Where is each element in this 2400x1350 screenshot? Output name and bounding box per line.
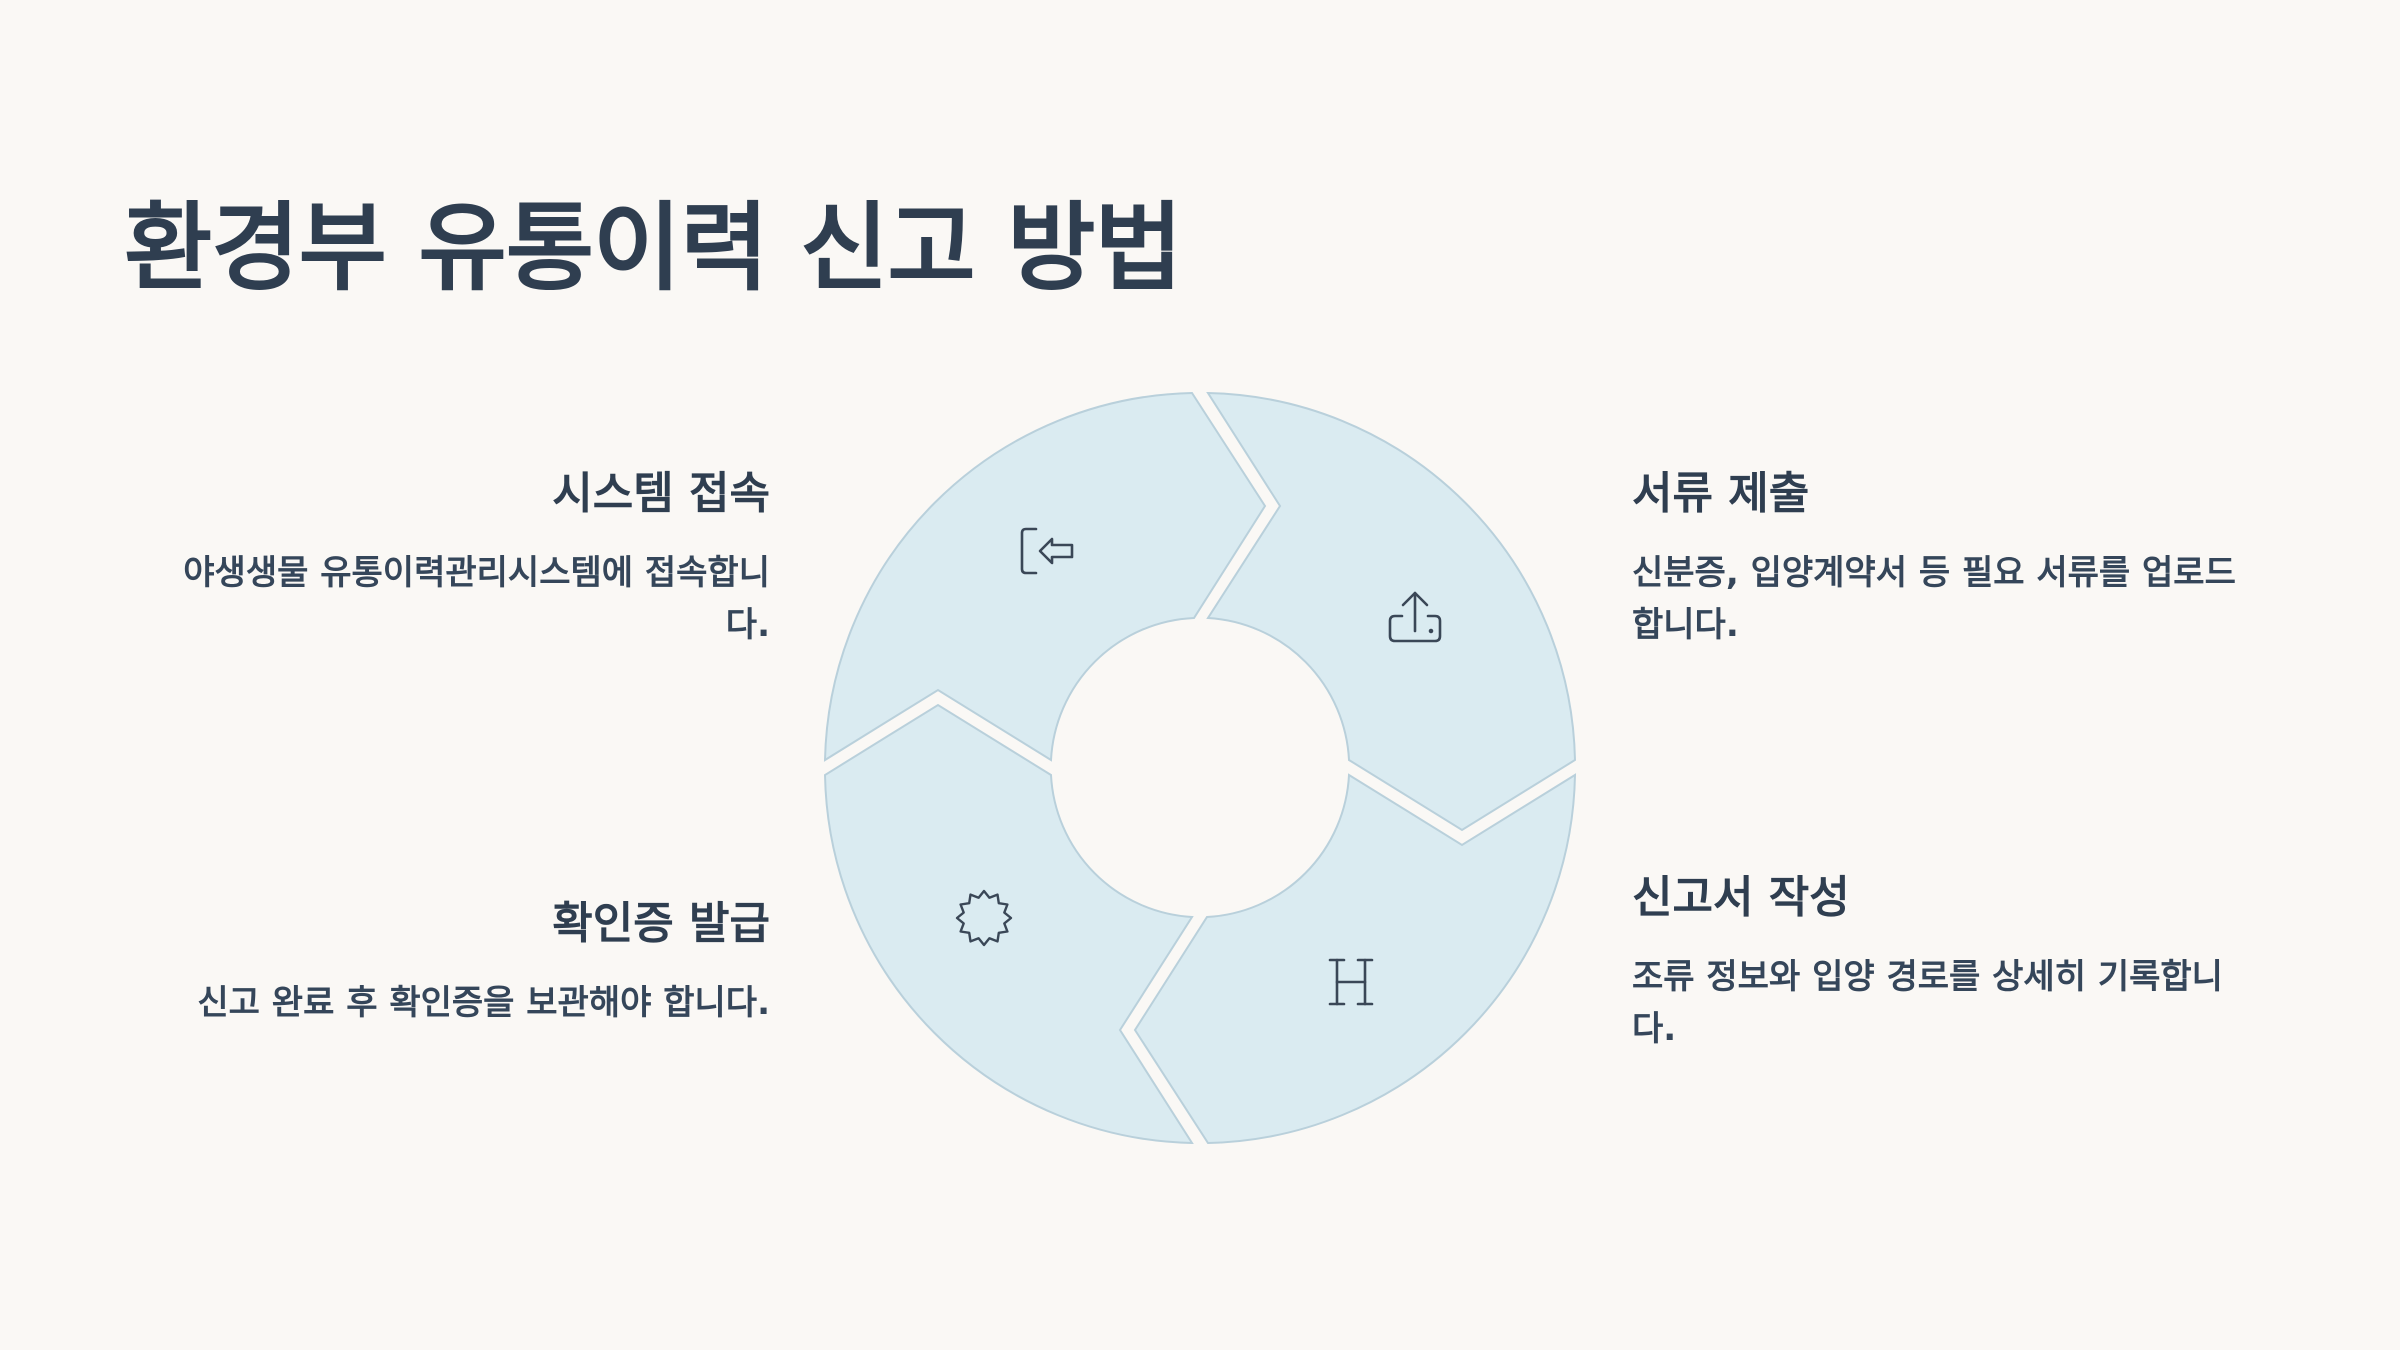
step-document-submit: 서류 제출 신분증, 입양계약서 등 필요 서류를 업로드합니다. [1632, 468, 2252, 652]
step-system-access: 시스템 접속 야생생물 유통이력관리시스템에 접속합니다. [150, 468, 770, 652]
step-description: 신고 완료 후 확인증을 보관해야 합니다. [197, 982, 770, 1023]
step-description: 야생생물 유통이력관리시스템에 접속합니다. [183, 552, 770, 646]
segment-certificate-issue [823, 703, 1194, 1145]
step-description: 조류 정보와 입양 경로를 상세히 기록합니다. [1632, 956, 2223, 1050]
sign-in-icon [1020, 527, 1074, 575]
segment-document-submit [1206, 391, 1577, 832]
step-title: 시스템 접속 [552, 468, 770, 519]
upload-icon [1388, 591, 1442, 643]
step-certificate-issue: 확인증 발급 신고 완료 후 확인증을 보관해야 합니다. [150, 898, 770, 1029]
step-description: 신분증, 입양계약서 등 필요 서류를 업로드합니다. [1632, 552, 2236, 646]
step-title: 확인증 발급 [552, 898, 770, 949]
badge-icon [955, 889, 1013, 947]
segment-system-access [823, 391, 1267, 762]
step-title: 신고서 작성 [1632, 872, 1850, 923]
step-report-write: 신고서 작성 조류 정보와 입양 경로를 상세히 기록합니다. [1632, 872, 2252, 1056]
heading-icon [1328, 958, 1374, 1006]
step-title: 서류 제출 [1632, 468, 1810, 519]
segment-report-write [1133, 773, 1577, 1145]
page-title: 환경부 유통이력 신고 방법 [124, 192, 1183, 304]
